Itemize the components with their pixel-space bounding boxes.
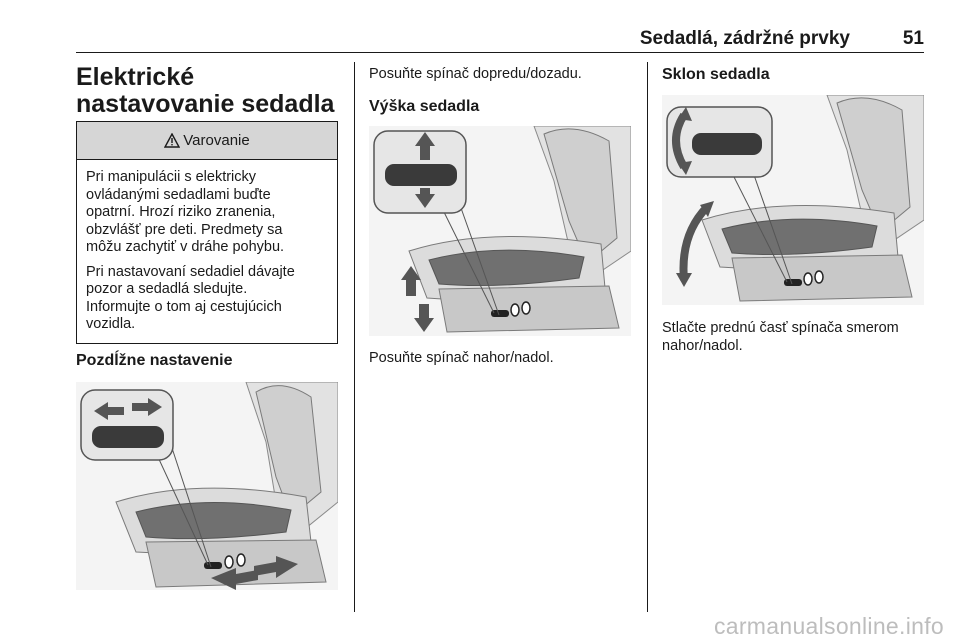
- warning-triangle-icon: [164, 133, 181, 148]
- watermark: carmanualsonline.info: [713, 613, 944, 639]
- warning-paragraph: Pri nastavovaní sedadiel dávajte pozor a…: [86, 263, 295, 333]
- subheading-longitudinal: Pozdĺžne nastavenie: [76, 352, 233, 369]
- running-header-title: Sedadlá, zádržné prvky: [639, 28, 850, 49]
- column-divider-2: [647, 62, 648, 612]
- header-rule: [76, 52, 924, 53]
- height-caption: Posuňte spínač nahor/nadol.: [369, 350, 554, 366]
- seat-illustration-longitudinal: [76, 382, 338, 590]
- intro-text: Posuňte spínač dopredu/dozadu.: [369, 66, 582, 82]
- tilt-caption: Stlačte prednú časť spínača smerom nahor…: [662, 320, 899, 354]
- subheading-height: Výška sedadla: [369, 98, 480, 115]
- page-number: 51: [902, 28, 924, 49]
- seat-illustration-tilt: [662, 95, 924, 305]
- seat-illustration-height: [369, 126, 631, 336]
- section-heading: Elektrické nastavovanie sedadla: [76, 63, 335, 118]
- warning-header: Varovanie: [77, 122, 337, 160]
- warning-body: Pri manipulácii s elektricky ovládanými …: [77, 160, 337, 334]
- warning-title: Varovanie: [183, 132, 250, 149]
- warning-box: Varovanie Pri manipulácii s elektricky o…: [76, 121, 338, 344]
- subheading-tilt: Sklon sedadla: [662, 66, 770, 83]
- warning-paragraph: Pri manipulácii s elektricky ovládanými …: [86, 169, 285, 255]
- column-divider-1: [354, 62, 355, 612]
